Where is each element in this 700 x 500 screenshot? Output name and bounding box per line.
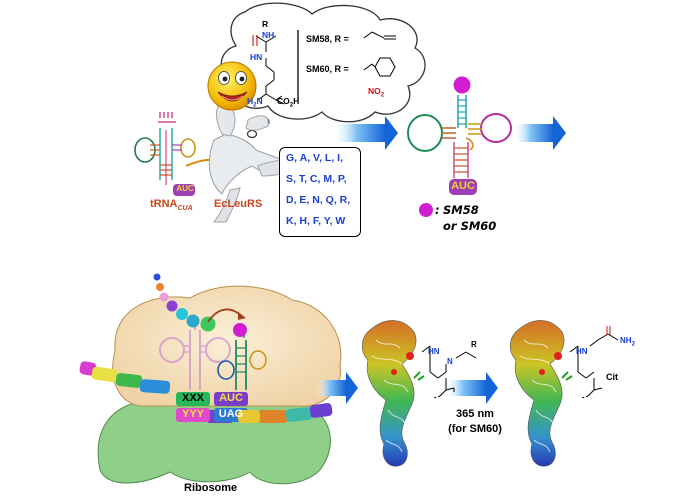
citrulline-label: Cit [606, 372, 618, 382]
protein-structure-2 [509, 320, 573, 467]
struct1-r: R [471, 340, 477, 349]
arrow-step-3 [316, 372, 358, 404]
ecleurs-label: EcLeuRS [214, 198, 263, 210]
trna-charged-right [407, 76, 512, 195]
sm-legend-line-1: SM58 [443, 203, 479, 217]
amino-acid-line-2: S, T, C, M, P, [286, 173, 347, 185]
cloud-co2h-label: CO2H [277, 96, 300, 109]
arrow-step-1 [333, 116, 398, 150]
codon-yyy-box [176, 408, 210, 422]
codon-xxx-label: XXX [181, 392, 204, 404]
codon-yyy-label: YYY [181, 408, 204, 420]
sm-ball-top [453, 76, 471, 94]
amino-acid-list-box: G, A, V, L, I, S, T, C, M, P, D, E, N, Q… [279, 147, 361, 237]
anticodon-box-right [449, 179, 477, 195]
struct2-nh2: NH2 [620, 336, 635, 348]
trna-a-site [217, 323, 267, 390]
amino-acid-line-4: K, H, F, Y, W [286, 215, 346, 227]
codon-xxx-box [176, 392, 210, 406]
sm-legend-colon: : [435, 203, 440, 217]
protein-structure-1 [361, 320, 425, 467]
amino-acid-structure [255, 30, 396, 105]
codon-auc-label: AUC [219, 392, 243, 404]
struct1-n: N [447, 357, 453, 366]
anticodon-right-label: AUC [451, 180, 475, 192]
side-chain-structure-2 [569, 326, 619, 399]
cloud-h2n-label: H2N [247, 96, 263, 109]
sm60-definition: SM60, R = [306, 64, 349, 74]
cloud-no2-label: NO2 [368, 86, 385, 99]
codon-auc-box [214, 392, 248, 406]
amino-acid-line-1: G, A, V, L, I, [286, 152, 343, 164]
trna-cua-label: tRNACUA [150, 198, 193, 213]
cloud-hn-label: HN [250, 52, 263, 62]
sm58-definition: SM58, R = [306, 34, 349, 44]
amino-acid-line-3: D, E, N, Q, R, [286, 194, 351, 206]
side-chain-structure-1 [421, 345, 477, 399]
anticodon-left-label: AUC [176, 184, 194, 193]
ribosome-label: Ribosome [184, 482, 238, 494]
sm-legend-ball [419, 203, 433, 217]
arrow-step-2 [513, 116, 566, 150]
cloud-nh-label: NH [262, 30, 275, 40]
trna-cua-left [134, 112, 196, 196]
codon-uag-label: UAG [218, 408, 244, 420]
struct1-hn: HN [428, 347, 440, 356]
step-label-365nm: 365 nm [456, 408, 494, 420]
peptide-chain [153, 273, 216, 332]
step-label-for-sm60: (for SM60) [448, 423, 502, 435]
anticodon-box-left [173, 184, 195, 196]
sm-legend-line-2: or SM60 [443, 219, 497, 233]
cloud-r-label: R [262, 19, 269, 29]
struct2-hn: HN [576, 347, 588, 356]
